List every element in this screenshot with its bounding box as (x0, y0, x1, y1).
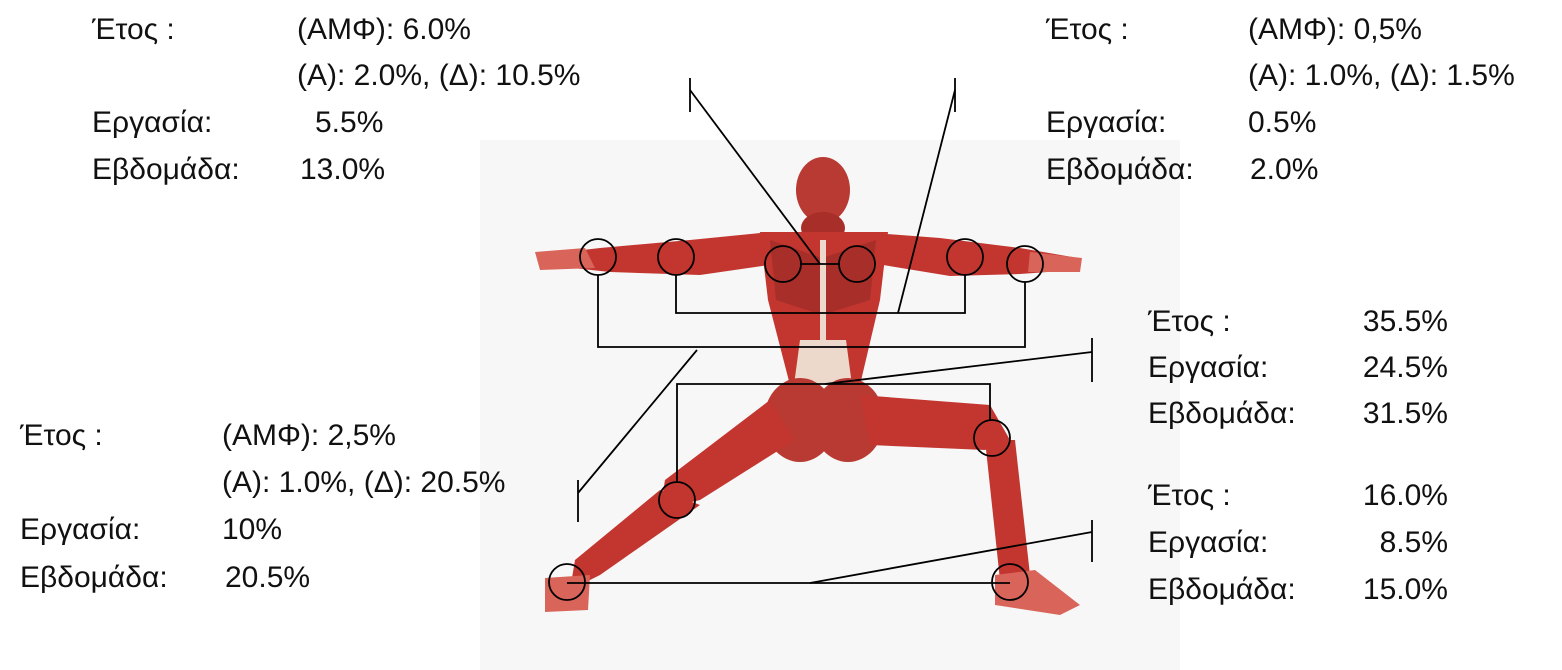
wrist-year-label: Έτος : (20, 418, 103, 454)
left-hand (535, 248, 595, 270)
right-shin (985, 440, 1030, 580)
lower-back-week-label: Εβδομάδα: (1148, 396, 1296, 432)
left-shin (570, 490, 700, 590)
right-foot (995, 570, 1080, 615)
shoulder-year-label: Έτος : (1046, 12, 1129, 48)
wrist-week-value: 20.5% (225, 560, 310, 596)
ankle-work-label: Εργασία: (1148, 525, 1268, 561)
neck-year-total: (ΑΜΦ): 6.0% (297, 12, 471, 48)
wrist-year-total: (ΑΜΦ): 2,5% (222, 418, 396, 454)
shoulder-leader (898, 90, 955, 313)
wrist-week-label: Εβδομάδα: (20, 560, 168, 596)
right-hand (1028, 252, 1082, 272)
neck-week-value: 13.0% (300, 152, 385, 188)
ankle-week-value: 15.0% (1310, 572, 1448, 608)
wrist-work-label: Εργασία: (20, 512, 140, 548)
shoulder-week-label: Εβδομάδα: (1046, 152, 1194, 188)
neck-year-label: Έτος : (92, 12, 175, 48)
ankle-year-value: 16.0% (1310, 478, 1448, 514)
shoulder-work-label: Εργασία: (1046, 105, 1166, 141)
neck-work-label: Εργασία: (92, 105, 212, 141)
wrist-year-sides: (Α): 1.0%, (Δ): 20.5% (222, 465, 505, 501)
lower-back-year-label: Έτος : (1148, 304, 1231, 340)
shoulder-year-sides: (Α): 1.0%, (Δ): 1.5% (1248, 58, 1515, 94)
lower-back-year-value: 35.5% (1310, 304, 1448, 340)
neck-week-label: Εβδομάδα: (92, 152, 240, 188)
wrist-work-value: 10% (222, 512, 282, 548)
ankle-work-value: 8.5% (1310, 525, 1448, 561)
shoulder-week-value: 2.0% (1250, 152, 1318, 188)
neck-year-sides: (Α): 2.0%, (Δ): 10.5% (297, 58, 580, 94)
shoulder-work-value: 0.5% (1248, 105, 1316, 141)
lower-back-week-value: 31.5% (1310, 396, 1448, 432)
left-thigh (660, 400, 795, 510)
ankle-week-label: Εβδομάδα: (1148, 572, 1296, 608)
left-foot (545, 575, 590, 612)
neck-work-value: 5.5% (315, 105, 383, 141)
ankle-leader (810, 532, 1092, 583)
lower-back-work-value: 24.5% (1310, 350, 1448, 386)
muscle-figure (535, 157, 1082, 615)
ankle-year-label: Έτος : (1148, 478, 1231, 514)
shoulder-year-total: (ΑΜΦ): 0,5% (1248, 12, 1422, 48)
lower-back-work-label: Εργασία: (1148, 350, 1268, 386)
